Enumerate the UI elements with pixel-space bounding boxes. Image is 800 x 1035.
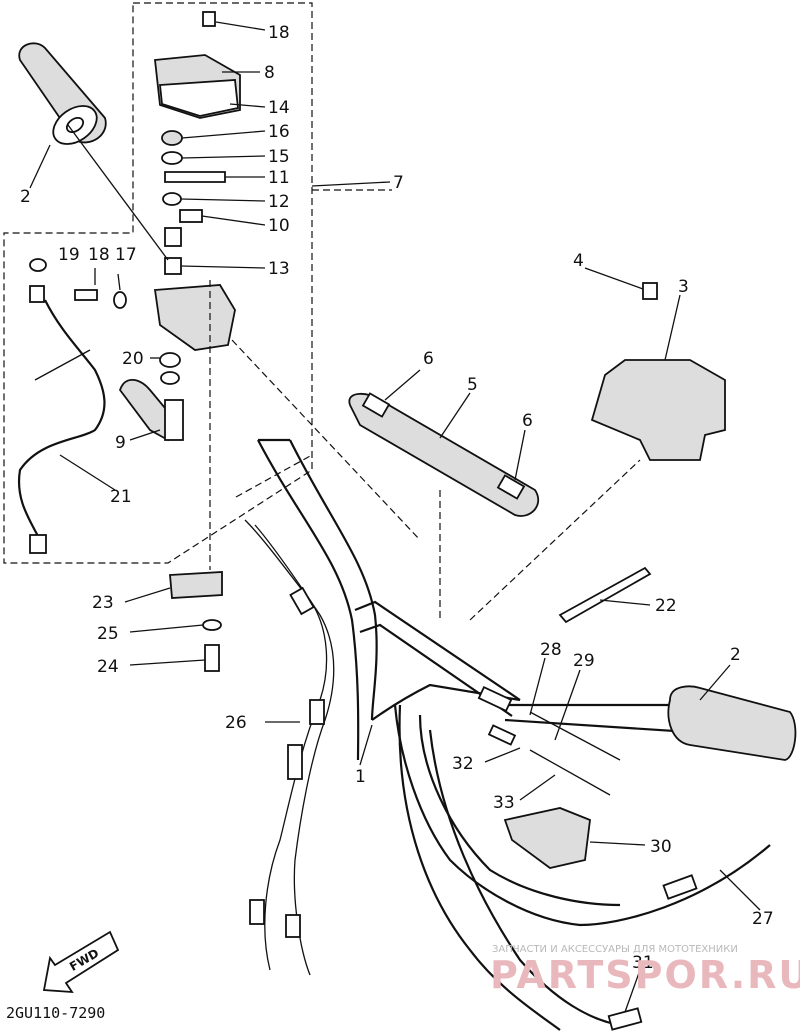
- handlebar-tube: [257, 438, 691, 761]
- throttle-small-parts: [161, 130, 226, 275]
- switch-wire: [17, 299, 106, 554]
- callout-16: 16: [268, 122, 290, 142]
- callout-15: 15: [268, 147, 290, 167]
- watermark: ЗАПЧАСТИ И АКСЕССУАРЫ ДЛЯ МОТОТЕХНИКИ PA…: [490, 944, 800, 997]
- callout-19: 19: [58, 245, 80, 265]
- callout-25: 25: [97, 624, 119, 644]
- grip-cover: [348, 392, 540, 517]
- callout-21: 21: [110, 487, 132, 507]
- callout-6a: 6: [423, 349, 434, 369]
- callout-18b: 18: [88, 245, 110, 265]
- watermark-tagline: ЗАПЧАСТИ И АКСЕССУАРЫ ДЛЯ МОТОТЕХНИКИ: [492, 944, 738, 955]
- callout-11: 11: [268, 168, 290, 188]
- throttle-cables: [244, 519, 335, 976]
- right-switch: [590, 282, 726, 461]
- callout-7: 7: [393, 173, 404, 193]
- brake-cables: [393, 686, 771, 1031]
- diagram-code: 2GU110-7290: [6, 1004, 105, 1022]
- callout-26: 26: [225, 713, 247, 733]
- leader-lines: [29, 21, 761, 1013]
- callout-8: 8: [264, 63, 275, 83]
- callout-23: 23: [92, 593, 114, 613]
- callout-27: 27: [752, 909, 774, 929]
- callout-22: 22: [655, 596, 677, 616]
- throttle-housing: [29, 258, 236, 351]
- throttle-cover: [154, 11, 241, 119]
- callout-24: 24: [97, 657, 119, 677]
- callout-9: 9: [115, 433, 126, 453]
- callout-4: 4: [573, 251, 584, 271]
- callout-2b: 2: [730, 645, 741, 665]
- callout-6b: 6: [522, 411, 533, 431]
- callout-12: 12: [268, 192, 290, 212]
- callout-labels: 18 8 14 16 15 11 12 10 13 7 2 19 18 17 2…: [20, 23, 774, 973]
- callout-3: 3: [678, 277, 689, 297]
- holder-assembly: [169, 571, 223, 672]
- fwd-arrow: FWD: [42, 930, 120, 994]
- left-grip: [18, 42, 107, 145]
- right-grip: [667, 685, 797, 761]
- callout-20: 20: [122, 349, 144, 369]
- callout-18a: 18: [268, 23, 290, 43]
- watermark-brand: PARTSPOR.RU: [490, 953, 800, 997]
- callout-30: 30: [650, 837, 672, 857]
- callout-14: 14: [268, 98, 290, 118]
- callout-13: 13: [268, 259, 290, 279]
- callout-28: 28: [540, 640, 562, 660]
- callout-31: 31: [632, 953, 654, 973]
- callout-32: 32: [452, 754, 474, 774]
- callout-17: 17: [115, 245, 137, 265]
- callout-5: 5: [467, 375, 478, 395]
- callout-10: 10: [268, 216, 290, 236]
- callout-33: 33: [493, 793, 515, 813]
- cable-band: [558, 566, 652, 624]
- callout-1: 1: [355, 767, 366, 787]
- callout-29: 29: [573, 651, 595, 671]
- subassembly-boundaries: [3, 2, 392, 564]
- callout-2a: 2: [20, 187, 31, 207]
- throttle-lever: [118, 352, 184, 442]
